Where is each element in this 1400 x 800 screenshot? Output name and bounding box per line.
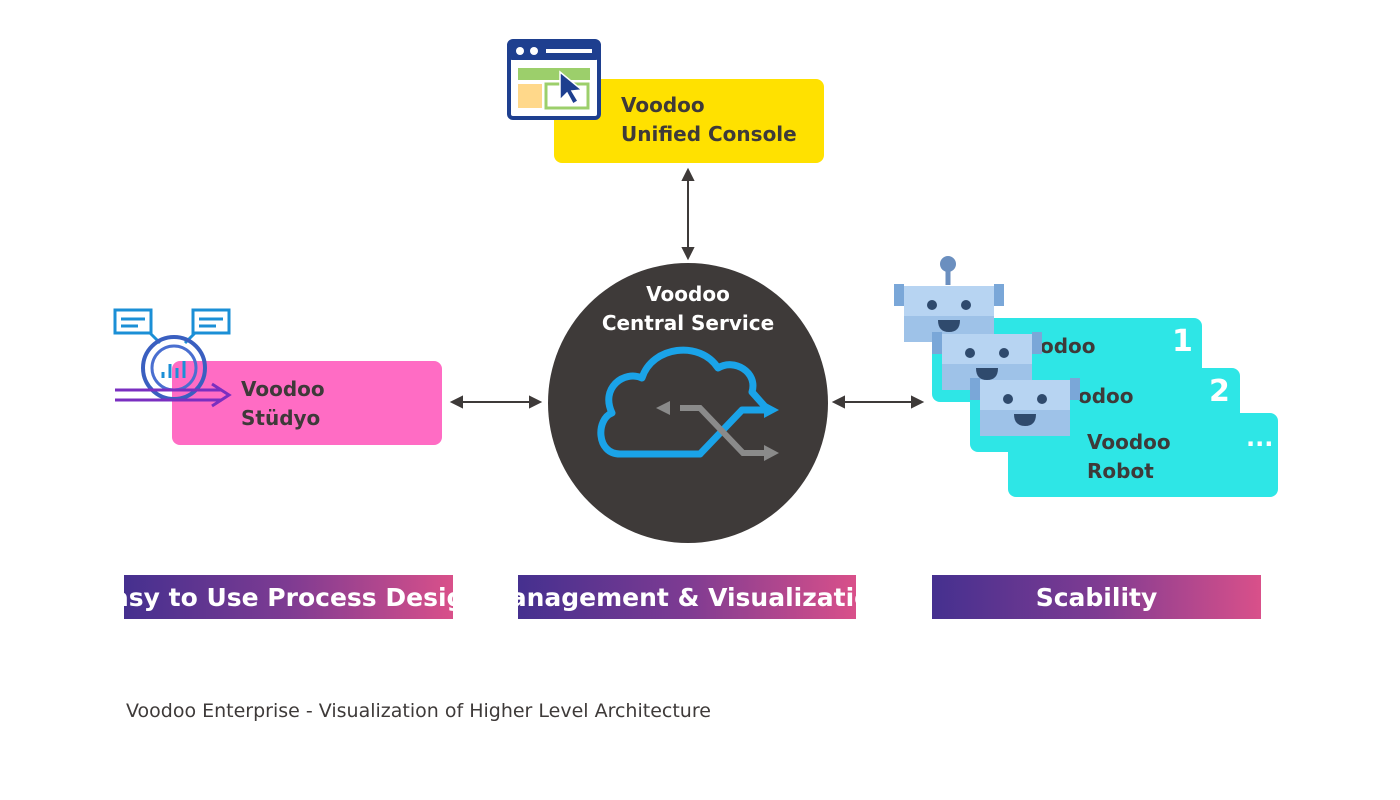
robot-3-label-line2: Robot [1087, 459, 1154, 483]
robot-3-ellipsis: ... [1246, 424, 1274, 452]
robot-2-number: 2 [1209, 374, 1230, 409]
banner-management-visualization: Management & Visualization [485, 575, 889, 619]
studio-label-line1: Voodoo [241, 377, 325, 401]
console-label-line1: Voodoo [621, 93, 705, 117]
robot-1-number: 1 [1172, 324, 1193, 359]
central-label-line2: Central Service [601, 311, 775, 335]
banner-process-design: Easy to Use Process Design [95, 575, 482, 619]
figure-caption: Voodoo Enterprise - Visualization of Hig… [126, 700, 711, 722]
central-service-node: Voodoo Central Service [548, 263, 828, 543]
robot-3-label-line1: Voodoo [1087, 430, 1171, 454]
robot-head-icon [970, 378, 1080, 436]
robot-2-label: odoo [1078, 384, 1134, 408]
banner-scalability: Scability [932, 575, 1261, 619]
console-label-line2: Unified Console [621, 122, 797, 146]
central-label-line1: Voodoo [646, 282, 730, 306]
studio-label-line2: Stüdyo [241, 406, 321, 430]
robot-head-icon [894, 284, 1004, 342]
robot-1-label: odoo [1040, 334, 1096, 358]
